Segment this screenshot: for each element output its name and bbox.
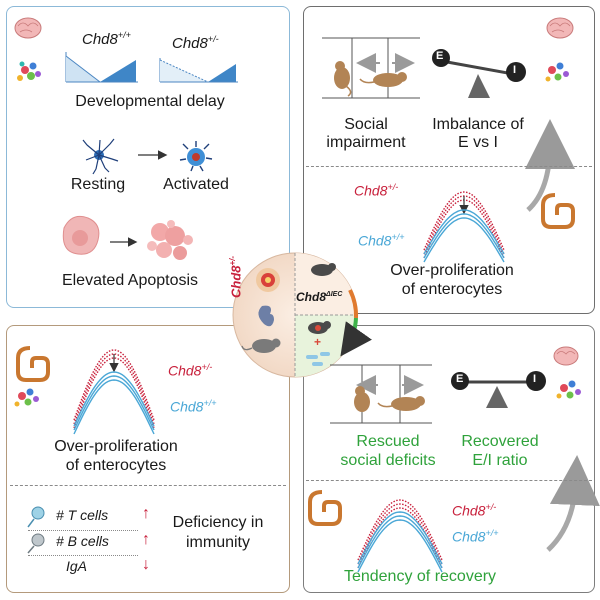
e-label-tr: E bbox=[436, 50, 444, 62]
mouse-icon-center-bottom bbox=[241, 338, 281, 353]
over-prolif-line1-tr: Over-proliferation bbox=[390, 262, 514, 279]
mouse-icon-sitting bbox=[334, 61, 352, 97]
over-prolif-line2-bl: of enterocytes bbox=[65, 457, 167, 474]
crypt-villus-curve-br bbox=[357, 499, 443, 573]
i-label-tr: I bbox=[513, 64, 517, 76]
bacteria-icon bbox=[306, 352, 330, 366]
brain-icon-br bbox=[553, 346, 579, 366]
b-cell-icon bbox=[27, 533, 45, 554]
het-development-shape bbox=[159, 58, 238, 83]
t-cells-label: # T cells bbox=[56, 507, 109, 523]
genotype-wt-label: Chd8+/+ bbox=[82, 30, 131, 48]
divider-immune-1 bbox=[28, 530, 138, 531]
b-cells-label: # B cells bbox=[56, 533, 109, 549]
chd8-het-label-tr: Chd8+/- bbox=[354, 182, 399, 199]
over-prolif-line1-bl: Over-proliferation bbox=[54, 438, 178, 455]
kidney-icon bbox=[258, 305, 274, 327]
mouse-icon-treated bbox=[308, 321, 331, 334]
elevated-apoptosis-label: Elevated Apoptosis bbox=[61, 272, 199, 289]
iga-arrow: ↓ bbox=[142, 556, 150, 573]
microbiota-icon-tr bbox=[545, 62, 569, 82]
b-cells-arrow: ↑ bbox=[142, 531, 150, 548]
divider-tr bbox=[306, 166, 592, 167]
divider-immune-2 bbox=[28, 555, 138, 556]
activated-label: Activated bbox=[163, 176, 229, 193]
resting-label: Resting bbox=[70, 176, 126, 193]
developmental-delay-label: Developmental delay bbox=[75, 93, 225, 110]
crypt-villus-curve-bl bbox=[73, 349, 155, 435]
social-test-cage bbox=[322, 37, 420, 99]
apoptotic-cell-icon bbox=[147, 220, 193, 260]
mouse-icon-walking-br bbox=[377, 396, 425, 411]
rescued-line1: Rescued bbox=[356, 433, 420, 450]
resting-microglia-icon bbox=[82, 138, 119, 175]
panel-recovery bbox=[303, 325, 595, 593]
mouse-icon-sitting-br bbox=[354, 386, 370, 412]
crypt-villus-curve-tr bbox=[423, 191, 505, 263]
panel-gut-immunity bbox=[6, 325, 290, 593]
t-cells-arrow: ↑ bbox=[142, 505, 150, 522]
chd8-wt-label-bl: Chd8+/+ bbox=[170, 398, 217, 415]
deficiency-line1: Deficiency in bbox=[172, 514, 264, 531]
genotype-het-label: Chd8+/- bbox=[172, 34, 219, 52]
center-disc bbox=[232, 252, 372, 378]
over-prolif-line2-tr: of enterocytes bbox=[401, 281, 503, 298]
chd8-iec-label: Chd8ΔIEC bbox=[296, 290, 343, 304]
intestine-icon-tr bbox=[541, 193, 575, 229]
rescued-line2: social deficits bbox=[340, 452, 436, 469]
social-impairment-line2: impairment bbox=[326, 134, 406, 151]
iga-label: IgA bbox=[66, 558, 88, 574]
e-label-br: E bbox=[456, 373, 464, 385]
ei-seesaw-imbalanced bbox=[432, 49, 526, 98]
social-test-cage-br bbox=[330, 364, 432, 424]
ei-seesaw-balanced bbox=[451, 371, 546, 408]
imbalance-line1: Imbalance of bbox=[432, 116, 524, 133]
deficiency-line2: immunity bbox=[185, 534, 251, 551]
recovered-line1: Recovered bbox=[461, 433, 539, 450]
chd8-wt-label-br: Chd8+/+ bbox=[452, 528, 499, 545]
microbiota-icon-bl bbox=[14, 388, 39, 407]
plus-sign: + bbox=[314, 335, 322, 349]
recovered-line2: E/I ratio bbox=[472, 452, 528, 469]
activated-microglia-icon bbox=[179, 141, 213, 172]
chd8-het-label-br: Chd8+/- bbox=[452, 502, 497, 519]
chd8-wt-label-tr: Chd8+/+ bbox=[358, 232, 405, 249]
imbalance-line2: E vs I bbox=[457, 134, 499, 151]
i-label-br: I bbox=[533, 373, 537, 385]
panel-developmental bbox=[6, 6, 290, 308]
gut-cross-section-icon bbox=[256, 268, 280, 292]
divider-br bbox=[306, 480, 592, 481]
intestine-icon-bl bbox=[16, 346, 50, 382]
mouse-icon-iec bbox=[311, 263, 336, 276]
chd8-het-label-bl: Chd8+/- bbox=[168, 362, 213, 379]
intestine-icon-br bbox=[308, 490, 342, 526]
wt-development-shape bbox=[65, 52, 138, 83]
brain-icon bbox=[14, 17, 42, 39]
social-impairment-line1: Social bbox=[344, 116, 388, 133]
t-cell-icon bbox=[27, 506, 45, 528]
tendency-label: Tendency of recovery bbox=[343, 568, 497, 585]
mouse-icon-walking bbox=[359, 72, 407, 87]
microbiota-icon bbox=[17, 61, 41, 81]
brain-icon-tr bbox=[546, 17, 574, 39]
microbiota-icon-br bbox=[556, 380, 581, 399]
divider-bl bbox=[10, 485, 286, 486]
healthy-cell-icon bbox=[62, 215, 100, 255]
chd8-het-label-center: Chd8+/- bbox=[228, 255, 244, 298]
